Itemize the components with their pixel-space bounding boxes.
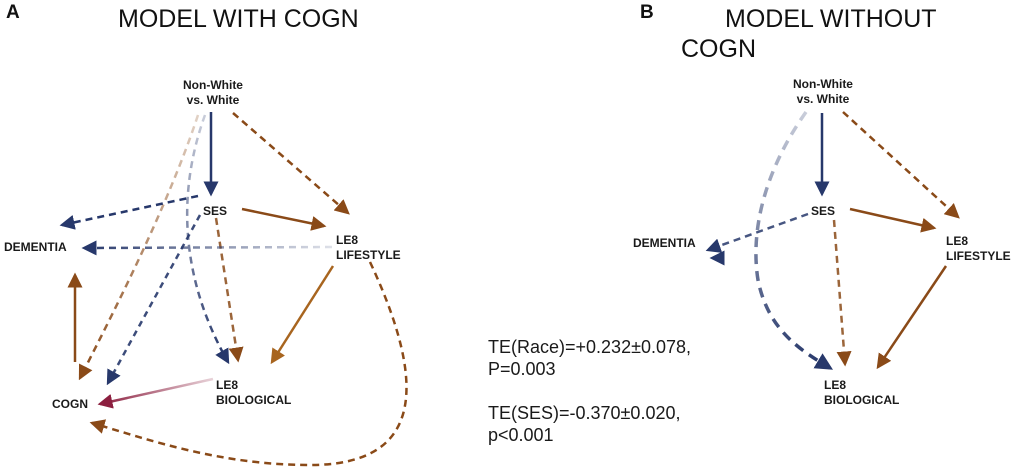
edge-a-lifestyle-dementia	[81, 240, 333, 256]
node-race-a-line1: Non-White	[183, 78, 243, 92]
node-biological-a-line1: LE8	[216, 378, 239, 392]
node-biological-b-line1: LE8	[824, 378, 847, 392]
edge-a-race-lifestyle	[232, 112, 350, 215]
node-biological-b: LE8 BIOLOGICAL	[824, 378, 899, 408]
node-lifestyle-a-line2: LIFESTYLE	[336, 248, 401, 262]
panel-a-title: MODEL WITH COGN	[118, 5, 359, 33]
node-cogn-a: COGN	[52, 397, 88, 411]
edge-a-lifestyle-biological	[270, 265, 335, 365]
edge-a-ses-cogn	[106, 214, 202, 386]
node-dementia-b: DEMENTIA	[633, 236, 696, 250]
node-race-b: Non-White vs. White	[793, 77, 853, 107]
edge-b-lifestyle-biological	[876, 265, 948, 370]
edge-a-biological-cogn	[97, 377, 214, 409]
edge-b-ses-biological	[832, 219, 852, 367]
node-lifestyle-b-line1: LE8	[946, 234, 969, 248]
edge-a-ses-biological	[214, 217, 244, 363]
panel-a-letter: A	[6, 2, 20, 23]
edge-a-ses-lifestyle	[241, 207, 327, 231]
edge-b-ses-dementia	[705, 212, 809, 253]
edge-a-ses-dementia	[59, 194, 199, 230]
node-race-b-line2: vs. White	[796, 92, 850, 106]
node-dementia-a: DEMENTIA	[4, 240, 67, 254]
node-ses-b: SES	[811, 204, 836, 218]
node-biological-b-line2: BIOLOGICAL	[824, 393, 900, 407]
node-lifestyle-b: LE8 LIFESTYLE	[946, 234, 1011, 264]
node-race-a-line2: vs. White	[186, 93, 240, 107]
edge-a-race-cogn	[78, 114, 200, 381]
node-biological-a-line2: BIOLOGICAL	[216, 393, 292, 407]
node-biological-a: LE8 BIOLOGICAL	[216, 378, 291, 408]
edge-b-ses-lifestyle	[849, 207, 937, 233]
stat-race-line1: TE(Race)=+0.232±0.078,	[488, 337, 692, 357]
stat-ses-line1: TE(SES)=-0.370±0.020,	[488, 403, 681, 423]
stat-ses-line2: p<0.001	[488, 425, 554, 445]
panel-b-edges	[705, 110, 960, 370]
node-race-a: Non-White vs. White	[183, 78, 243, 108]
panel-b-title-line1: MODEL WITHOUT	[725, 5, 937, 33]
edge-b-race-lifestyle	[842, 111, 960, 219]
edge-b-race-biological	[754, 110, 834, 370]
panel-b-title-line2: COGN	[681, 35, 756, 63]
stat-race-line2: P=0.003	[488, 359, 556, 379]
stats-block: TE(Race)=+0.232±0.078, P=0.003 TE(SES)=-…	[488, 336, 691, 446]
node-lifestyle-a: LE8 LIFESTYLE	[336, 233, 401, 263]
panel-b-letter: B	[640, 2, 654, 23]
node-ses-a: SES	[203, 204, 228, 218]
node-lifestyle-a-line1: LE8	[336, 233, 359, 247]
node-race-b-line1: Non-White	[793, 77, 853, 91]
edge-a-lifestyle-cogn	[89, 261, 408, 467]
panel-a-edges	[59, 112, 408, 467]
node-lifestyle-b-line2: LIFESTYLE	[946, 249, 1011, 263]
edge-a-race-biological	[185, 114, 230, 365]
